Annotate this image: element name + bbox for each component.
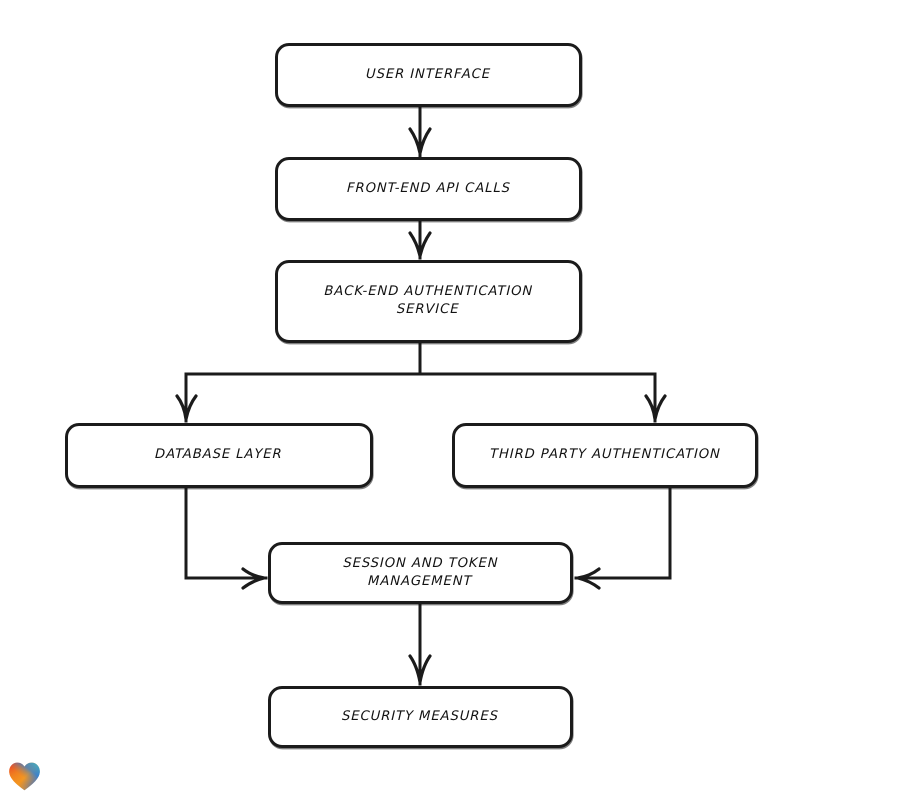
node-label: THIRD PARTY AUTHENTICATION: [489, 447, 721, 463]
connector-thirdparty-to-session: [574, 486, 672, 590]
connector-ui-to-api: [408, 105, 432, 158]
connector-backend-to-thirdparty: [644, 372, 667, 423]
connector-backend-to-database: [175, 372, 198, 423]
node-back-end-authentication-service[interactable]: BACK-END AUTHENTICATION SERVICE: [275, 260, 582, 343]
node-session-and-token-management[interactable]: SESSION AND TOKEN MANAGEMENT: [268, 542, 573, 604]
node-user-interface[interactable]: USER INTERFACE: [275, 43, 582, 107]
node-label: SECURITY MEASURES: [341, 708, 500, 724]
node-security-measures[interactable]: SECURITY MEASURES: [268, 686, 573, 748]
node-label: FRONT-END API CALLS: [346, 180, 511, 196]
node-database-layer[interactable]: DATABASE LAYER: [65, 423, 373, 488]
node-label: SESSION AND TOKEN MANAGEMENT: [343, 555, 499, 589]
node-label: USER INTERFACE: [365, 66, 492, 82]
connector-backend-branch-bus: [184, 341, 657, 376]
node-label: DATABASE LAYER: [154, 447, 284, 463]
connector-api-to-backend: [408, 219, 432, 260]
connector-database-to-session: [184, 486, 268, 590]
gradient-heart-icon: [9, 762, 40, 791]
node-label: BACK-END AUTHENTICATION SERVICE: [324, 284, 534, 318]
node-third-party-authentication[interactable]: THIRD PARTY AUTHENTICATION: [452, 423, 758, 488]
node-front-end-api-calls[interactable]: FRONT-END API CALLS: [275, 157, 582, 221]
connector-session-to-security: [408, 602, 432, 686]
